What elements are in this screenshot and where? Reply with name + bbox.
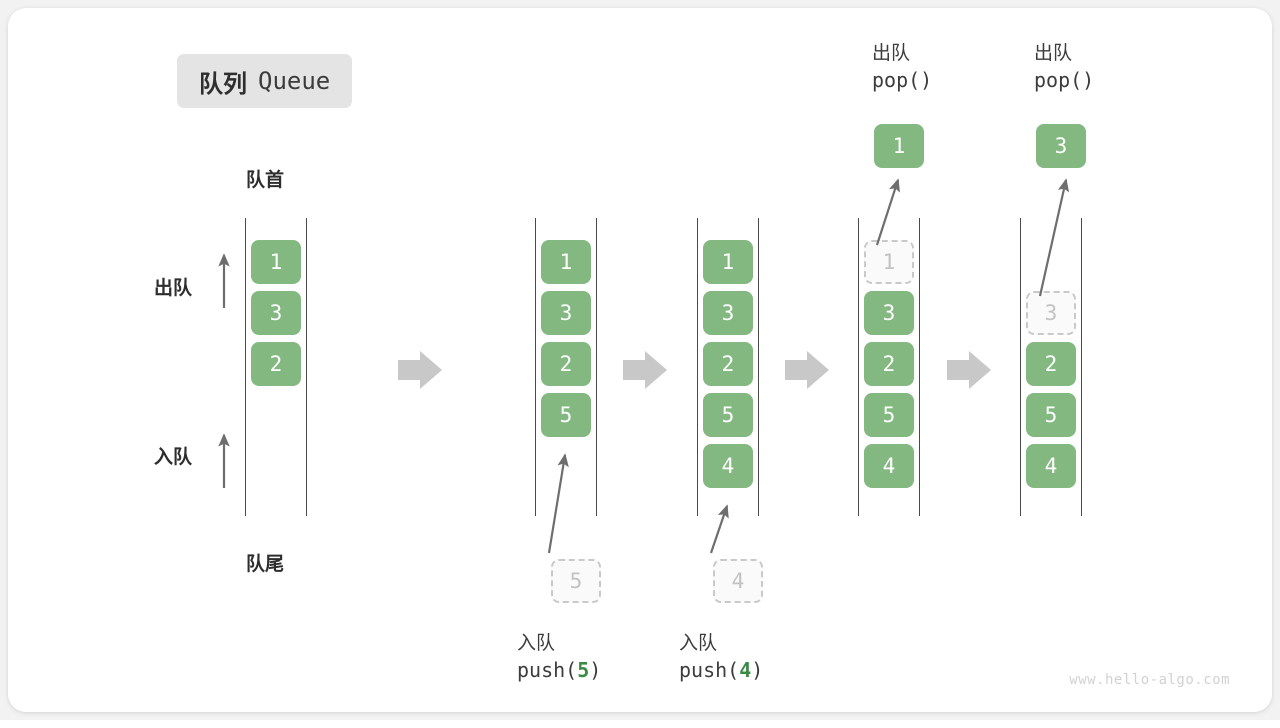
queue-cell: 4 (703, 444, 753, 488)
queue-cell: 5 (864, 393, 914, 437)
queue-rail-right (596, 218, 597, 516)
title-badge: 队列 Queue (177, 54, 353, 108)
operation-name-pop-3: 出队 (1034, 43, 1073, 64)
queue-tail-label: 队尾 (246, 554, 285, 575)
transition-arrow-2 (623, 351, 667, 389)
popped-element-pop-3: 3 (1036, 124, 1086, 168)
code-prefix: push( (679, 658, 740, 682)
queue-slots: 3 2 5 4 (1023, 240, 1079, 495)
transition-arrow-4 (947, 351, 991, 389)
queue-rail-right (758, 218, 759, 516)
dequeue-direction-label: 出队 (154, 278, 193, 299)
queue-cell: 1 (703, 240, 753, 284)
queue-rail-right (1081, 218, 1082, 516)
queue-column-pop-1: 1 3 2 5 4 (858, 218, 920, 516)
queue-rail-left (535, 218, 536, 516)
title-english: Queue (258, 67, 331, 95)
queue-cell: 5 (703, 393, 753, 437)
queue-cell: 2 (703, 342, 753, 386)
queue-cell: 3 (703, 291, 753, 335)
incoming-element-push-4: 4 (713, 559, 763, 603)
queue-cell: 2 (1026, 342, 1076, 386)
code-suffix: ) (1082, 68, 1095, 92)
operation-code-pop-3: pop() (1034, 68, 1094, 92)
queue-cell: 3 (541, 291, 591, 335)
operation-name-push-4: 入队 (679, 633, 718, 654)
queue-rail-left (1020, 218, 1021, 516)
queue-cell (1026, 240, 1076, 284)
operation-name-pop-1: 出队 (872, 43, 911, 64)
title-chinese: 队列 (199, 70, 247, 98)
code-prefix: pop( (872, 68, 921, 92)
queue-cell: 2 (864, 342, 914, 386)
popped-element-pop-1: 1 (874, 124, 924, 168)
queue-cell: 4 (1026, 444, 1076, 488)
enqueue-direction-label: 入队 (154, 447, 193, 468)
queue-cell: 3 (864, 291, 914, 335)
queue-cell: 3 (251, 291, 301, 335)
operation-code-push-5: push(5) (517, 658, 601, 682)
queue-cell: 5 (1026, 393, 1076, 437)
transition-arrow-3 (785, 351, 829, 389)
queue-slots: 1 3 2 (248, 240, 304, 393)
queue-rail-left (245, 218, 246, 516)
queue-slots: 1 3 2 5 (538, 240, 594, 444)
queue-cell: 1 (864, 240, 914, 284)
queue-slots: 1 3 2 5 4 (861, 240, 917, 495)
queue-cell: 1 (251, 240, 301, 284)
queue-cell: 2 (541, 342, 591, 386)
queue-cell: 2 (251, 342, 301, 386)
code-suffix: ) (920, 68, 933, 92)
operation-name-push-5: 入队 (517, 633, 556, 654)
queue-slots: 1 3 2 5 4 (700, 240, 756, 495)
code-suffix: ) (589, 658, 602, 682)
code-prefix: pop( (1034, 68, 1083, 92)
queue-cell: 5 (541, 393, 591, 437)
arrow-overlay (218, 178, 1070, 554)
queue-column-push-4: 1 3 2 5 4 (697, 218, 759, 516)
queue-rail-left (858, 218, 859, 516)
queue-cell: 1 (541, 240, 591, 284)
queue-rail-right (919, 218, 920, 516)
queue-head-label: 队首 (246, 170, 285, 191)
operation-code-push-4: push(4) (679, 658, 763, 682)
transition-arrow-1 (398, 351, 442, 389)
watermark: www.hello-algo.com (1069, 672, 1230, 688)
queue-rail-right (306, 218, 307, 516)
incoming-element-push-5: 5 (551, 559, 601, 603)
queue-column-initial: 1 3 2 (245, 218, 307, 516)
operation-code-pop-1: pop() (872, 68, 932, 92)
queue-column-pop-3: 3 2 5 4 (1020, 218, 1082, 516)
queue-cell: 3 (1026, 291, 1076, 335)
queue-rail-left (697, 218, 698, 516)
code-argument: 5 (577, 658, 590, 682)
code-argument: 4 (739, 658, 752, 682)
code-suffix: ) (751, 658, 764, 682)
queue-column-push-5: 1 3 2 5 (535, 218, 597, 516)
queue-cell: 4 (864, 444, 914, 488)
code-prefix: push( (517, 658, 578, 682)
